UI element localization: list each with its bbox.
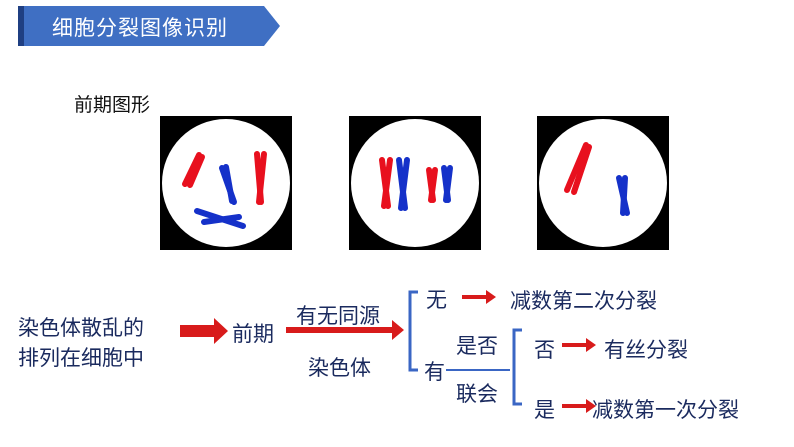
result-meiosis-one: 减数第一次分裂 xyxy=(592,398,739,422)
start-text-line2: 排列在细胞中 xyxy=(18,346,144,370)
question-synapsis-line1: 是否 xyxy=(456,334,498,358)
arrow-to-homolog-question xyxy=(286,320,404,340)
bracket-synapsis xyxy=(512,328,522,406)
chromosome-pair-large xyxy=(379,157,410,211)
option-no: 否 xyxy=(534,338,555,362)
question-homolog-line1: 有无同源 xyxy=(296,304,380,328)
result-mitosis: 有丝分裂 xyxy=(604,338,688,362)
chromosome-red-3 xyxy=(564,142,592,195)
question-synapsis-line2: 联会 xyxy=(456,382,498,406)
chromosome-blue-3 xyxy=(616,175,630,216)
option-none: 无 xyxy=(426,288,447,312)
cell-image-3 xyxy=(537,116,669,250)
chromosome-blue-1 xyxy=(219,164,237,205)
chromosome-pair-small xyxy=(426,165,453,203)
option-has: 有 xyxy=(424,360,445,384)
question-homolog-line2: 染色体 xyxy=(308,356,371,380)
page-title: 细胞分裂图像识别 xyxy=(52,16,228,40)
option-yes: 是 xyxy=(534,398,555,422)
arrow-none xyxy=(462,290,496,304)
banner-shape xyxy=(18,6,280,46)
cell-image-1 xyxy=(160,116,292,250)
chromosome-red-2 xyxy=(254,151,267,205)
cell-image-2 xyxy=(349,116,481,250)
stage-prophase: 前期 xyxy=(232,322,274,346)
arrow-to-prophase xyxy=(180,318,228,344)
start-text-line1: 染色体散乱的 xyxy=(18,316,144,340)
title-banner: 细胞分裂图像识别 xyxy=(18,6,280,46)
result-meiosis-two: 减数第二次分裂 xyxy=(510,289,657,313)
bracket-homolog xyxy=(408,290,418,372)
chromosome-blue-2 xyxy=(194,208,246,229)
arrow-yes xyxy=(562,399,596,413)
chromosome-red-1 xyxy=(182,152,205,188)
arrow-no xyxy=(562,338,596,352)
subtitle-prophase: 前期图形 xyxy=(74,94,151,116)
